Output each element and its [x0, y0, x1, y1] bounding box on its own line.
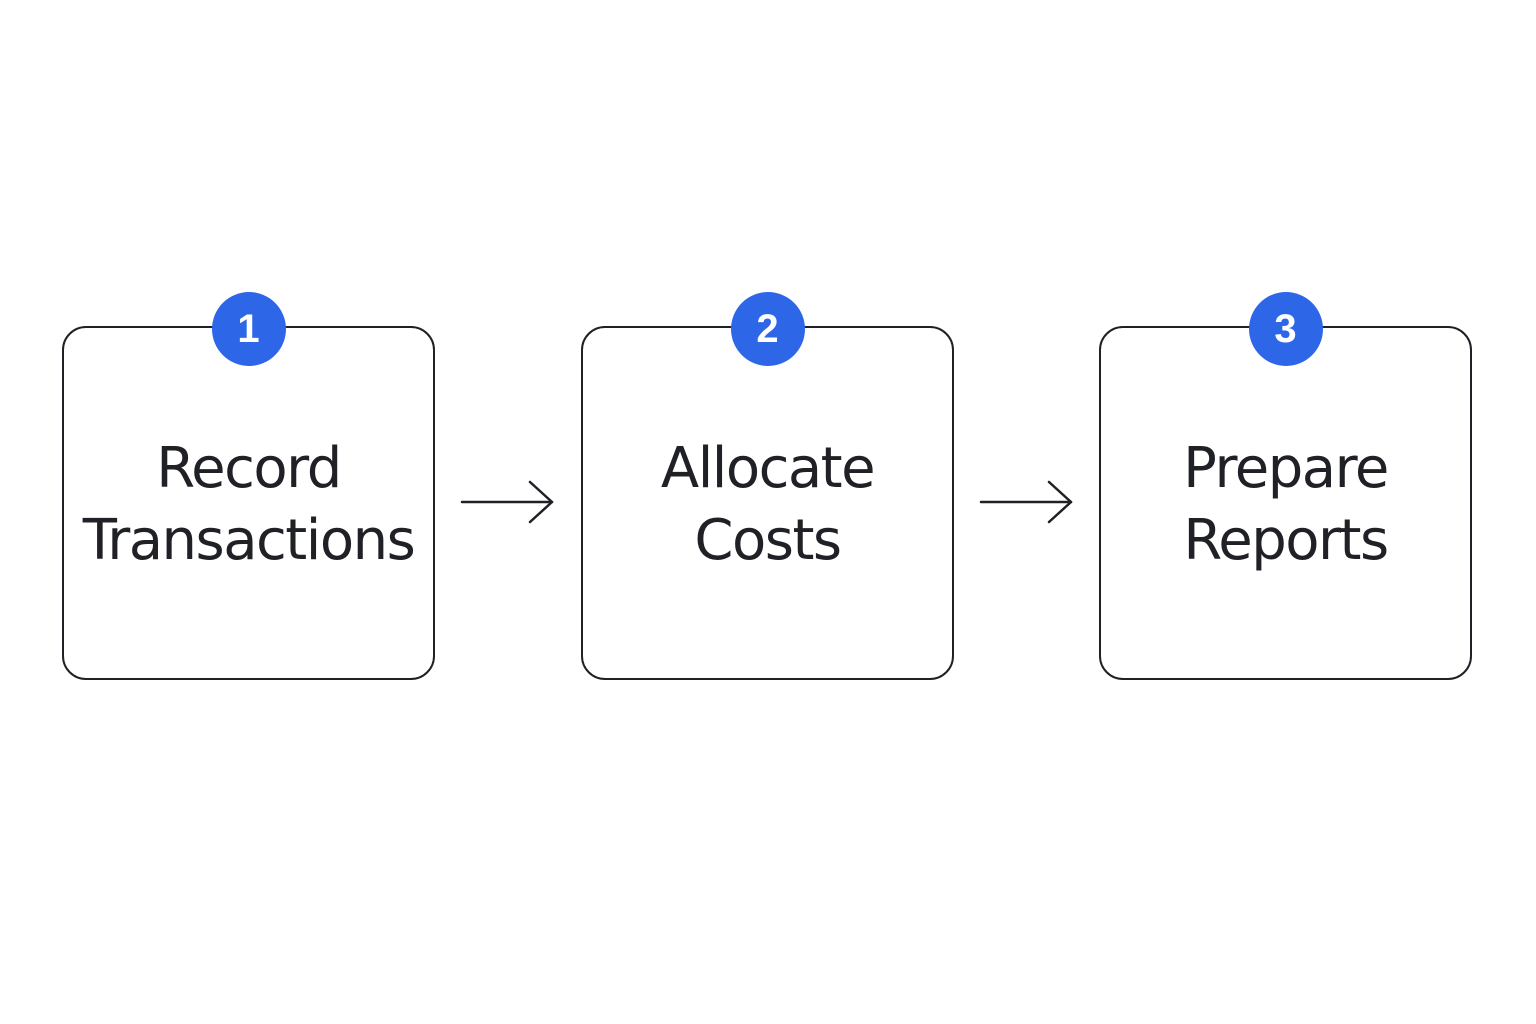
step-label: Prepare Reports: [1101, 433, 1470, 577]
step-number-badge: 1: [211, 292, 286, 366]
step-card-allocate-costs: 2 Allocate Costs: [581, 292, 954, 680]
step-label-line: Transactions: [82, 508, 416, 573]
step-number-badge: 2: [730, 292, 805, 366]
step-card-record-transactions: 1 Record Transactions: [62, 292, 435, 680]
arrow-right-icon: [460, 480, 554, 524]
step-label-line: Record: [156, 436, 342, 501]
arrow-right-icon: [979, 480, 1073, 524]
step-label-line: Prepare: [1183, 436, 1389, 501]
step-label-line: Allocate: [660, 436, 876, 501]
step-label-line: Reports: [1183, 508, 1389, 573]
step-label: Allocate Costs: [583, 433, 952, 577]
step-label: Record Transactions: [64, 433, 433, 577]
step-number-badge: 3: [1248, 292, 1323, 366]
step-label-line: Costs: [694, 508, 842, 573]
step-card-prepare-reports: 3 Prepare Reports: [1099, 292, 1472, 680]
